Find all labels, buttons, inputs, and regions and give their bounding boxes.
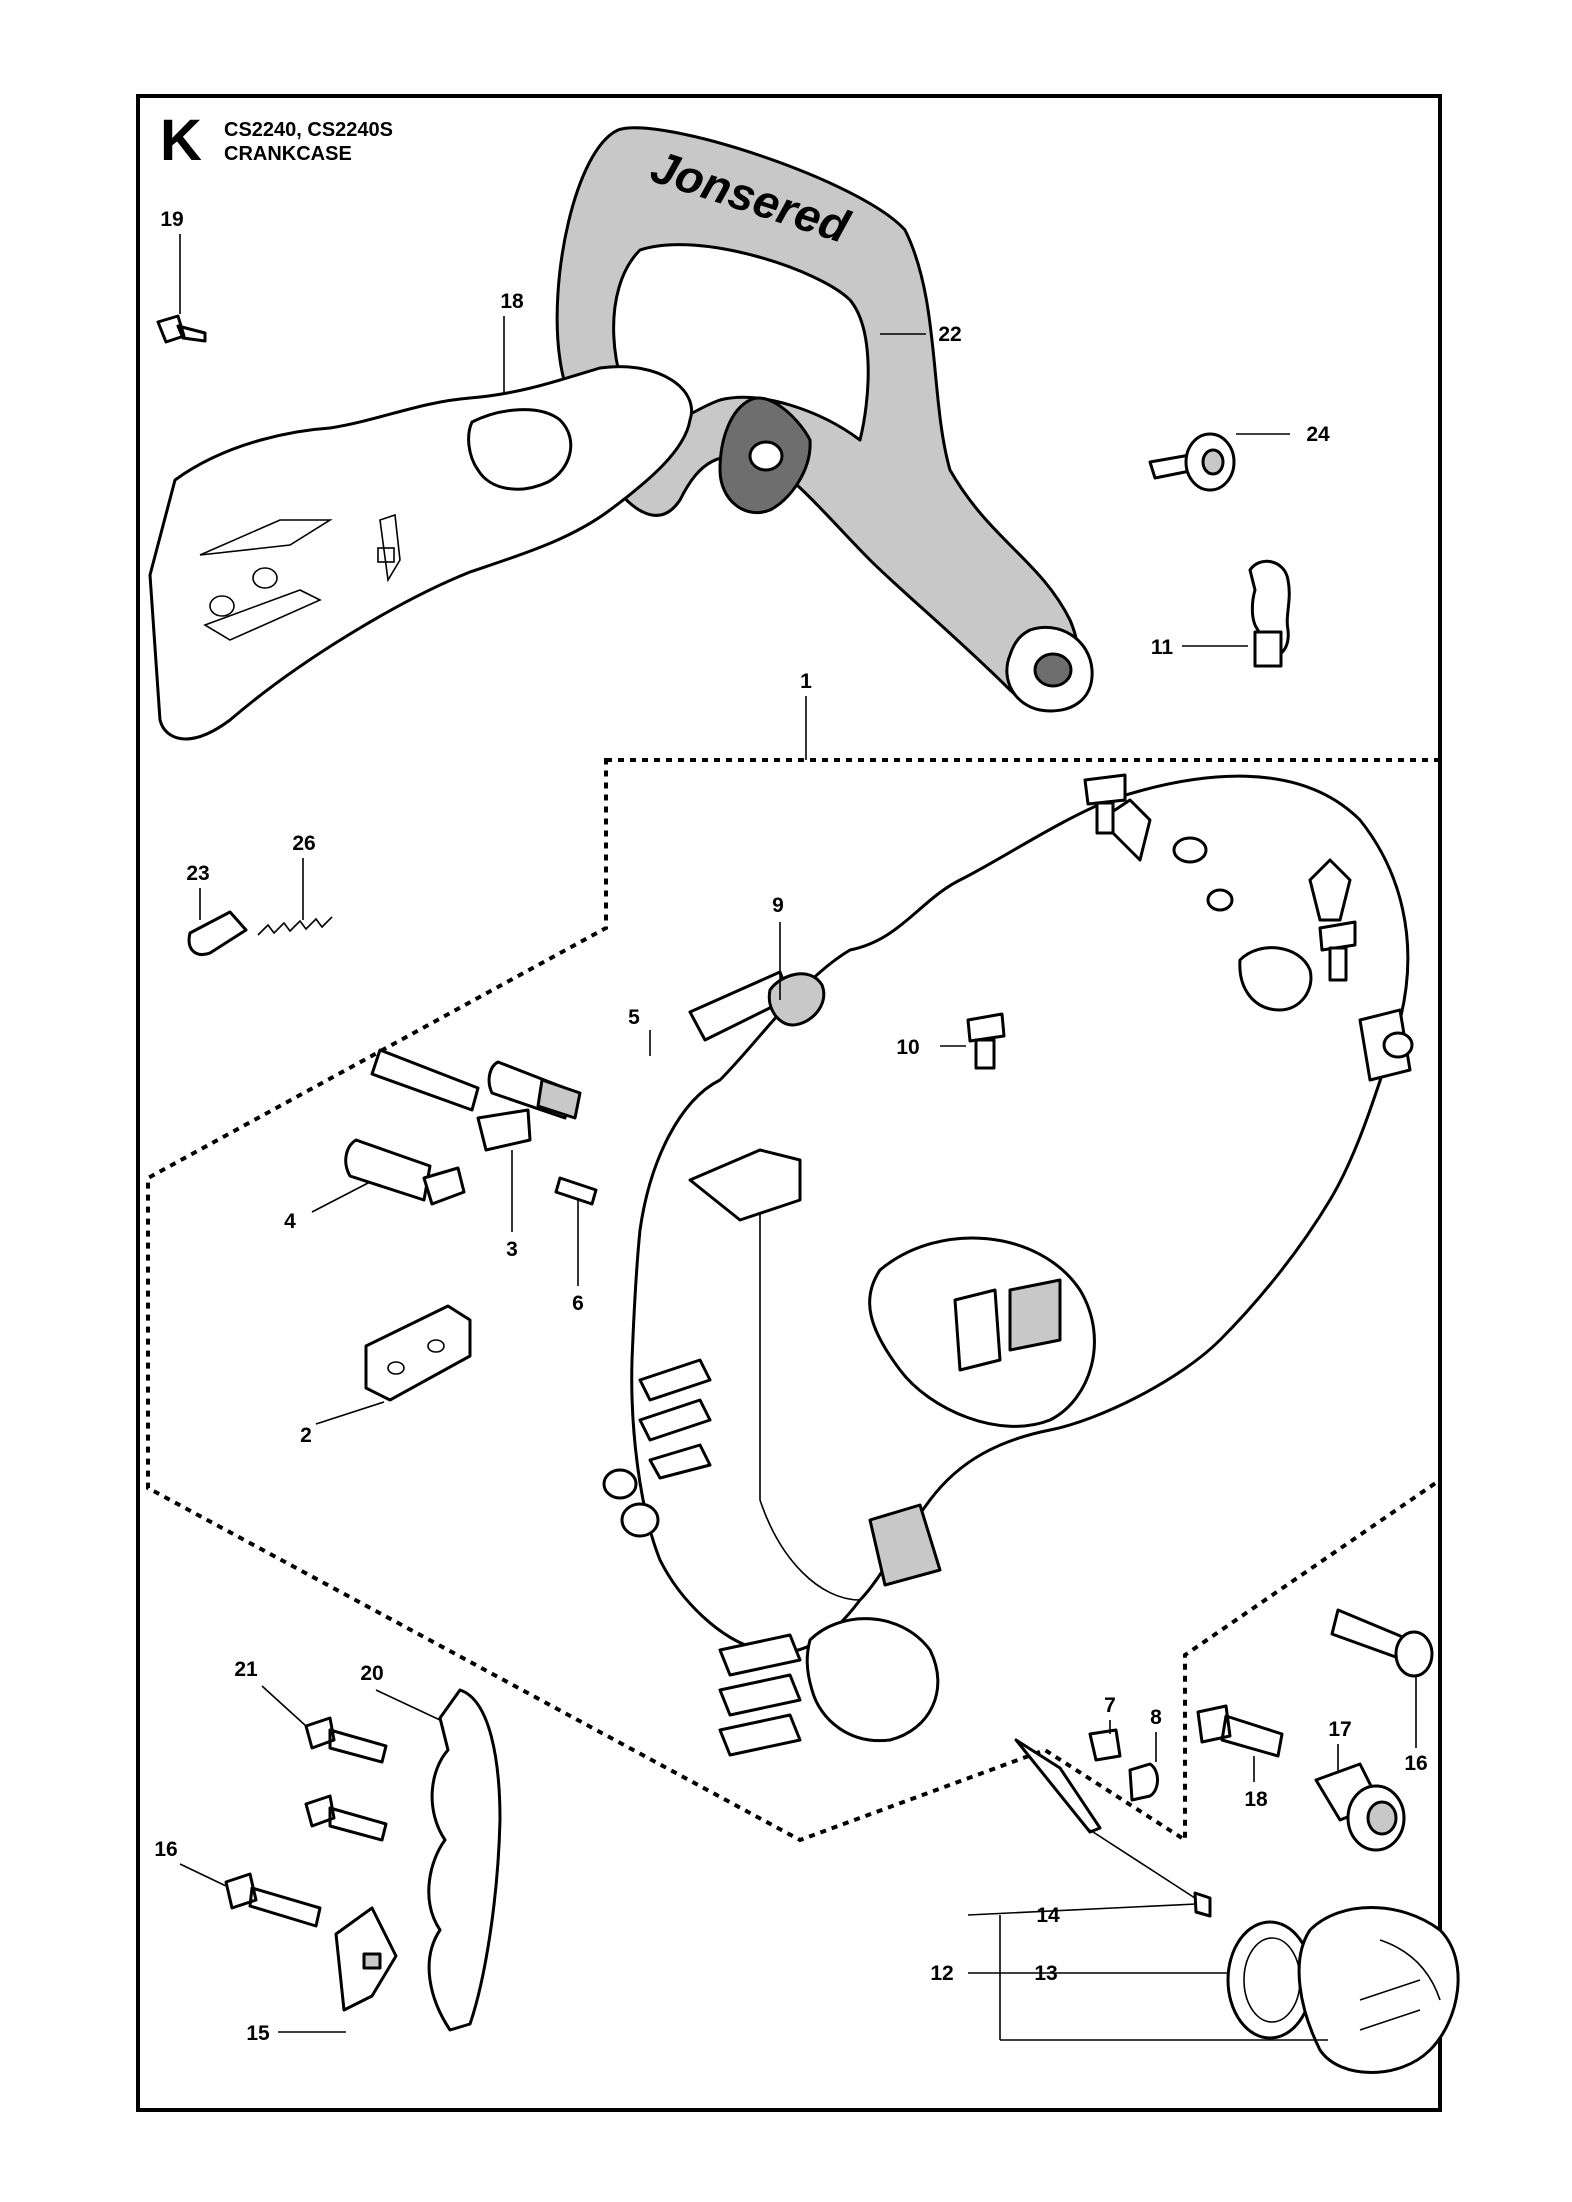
section-name: CRANKCASE [224, 143, 352, 165]
plug-part-8 [1128, 1762, 1159, 1802]
callout-19: 18 [500, 290, 524, 313]
chain-guard-part-19 [148, 365, 693, 741]
callout-21: 20 [360, 1662, 383, 1685]
section-letter: K [160, 108, 202, 173]
callout-5: 5 [628, 1006, 640, 1029]
callout-4: 4 [284, 1210, 296, 1233]
fuel-cap-part-12 [1297, 1906, 1460, 2074]
front-handle-part-23: Jonsered [555, 126, 1094, 713]
slider-part-24 [187, 910, 248, 956]
bolt-part-10 [966, 1012, 1006, 1043]
bolt-part-18 [1196, 1704, 1284, 1758]
callout-6: 6 [572, 1292, 584, 1315]
callout-22: 21 [234, 1658, 258, 1681]
callout-11: 11 [1151, 636, 1174, 659]
title-block: CS2240, CS2240S CRANKCASE [224, 118, 393, 166]
callout-16-left: 16 [154, 1838, 177, 1861]
callout-20: 19 [160, 208, 183, 231]
pin-part-6 [554, 1176, 598, 1206]
callout-24: 23 [186, 862, 209, 885]
callout-26: 26 [292, 832, 315, 855]
callout-25: 24 [1306, 423, 1330, 446]
callout-3: 3 [506, 1238, 518, 1261]
screw-part-7 [1088, 1728, 1122, 1762]
block-part-4 [422, 1166, 466, 1206]
block-part-3 [476, 1108, 532, 1152]
screw-part-22 [304, 1716, 388, 1764]
leader-lines [179, 234, 1417, 2041]
callout-15: 15 [246, 2022, 270, 2045]
callout-23: 22 [938, 323, 961, 346]
pin-part-4 [344, 1138, 432, 1202]
callout-14: 14 [1036, 1904, 1060, 1927]
spike-bumper-part-21 [427, 1688, 502, 2032]
model-numbers: CS2240, CS2240S [224, 119, 394, 141]
small-parts [156, 314, 1460, 2074]
spring-part-26 [257, 916, 333, 936]
crankcase-assembly-boundary [146, 758, 1442, 1844]
callout-7: 7 [1104, 1694, 1116, 1717]
crankcase-body [602, 774, 1414, 1757]
callout-16-right: 16 [1404, 1752, 1427, 1775]
part-callouts: 19 18 22 24 11 1 26 23 9 5 10 4 3 6 2 7 … [154, 208, 1427, 2045]
screw-part-16-left [224, 1872, 322, 1928]
bolt-part-3 [370, 1048, 480, 1112]
fuel-pickup-part-14 [1014, 1738, 1102, 1834]
callout-2: 2 [300, 1424, 312, 1447]
callout-18: 18 [1244, 1788, 1268, 1811]
callout-17: 17 [1328, 1718, 1351, 1741]
callout-12: 12 [930, 1962, 953, 1985]
callout-8: 8 [1150, 1706, 1162, 1729]
plate-part-2 [364, 1304, 472, 1402]
callout-9: 9 [772, 894, 784, 917]
screw-part-20 [156, 314, 207, 344]
callout-10: 10 [896, 1036, 919, 1059]
callout-1: 1 [800, 670, 812, 693]
callout-13: 13 [1034, 1962, 1057, 1985]
